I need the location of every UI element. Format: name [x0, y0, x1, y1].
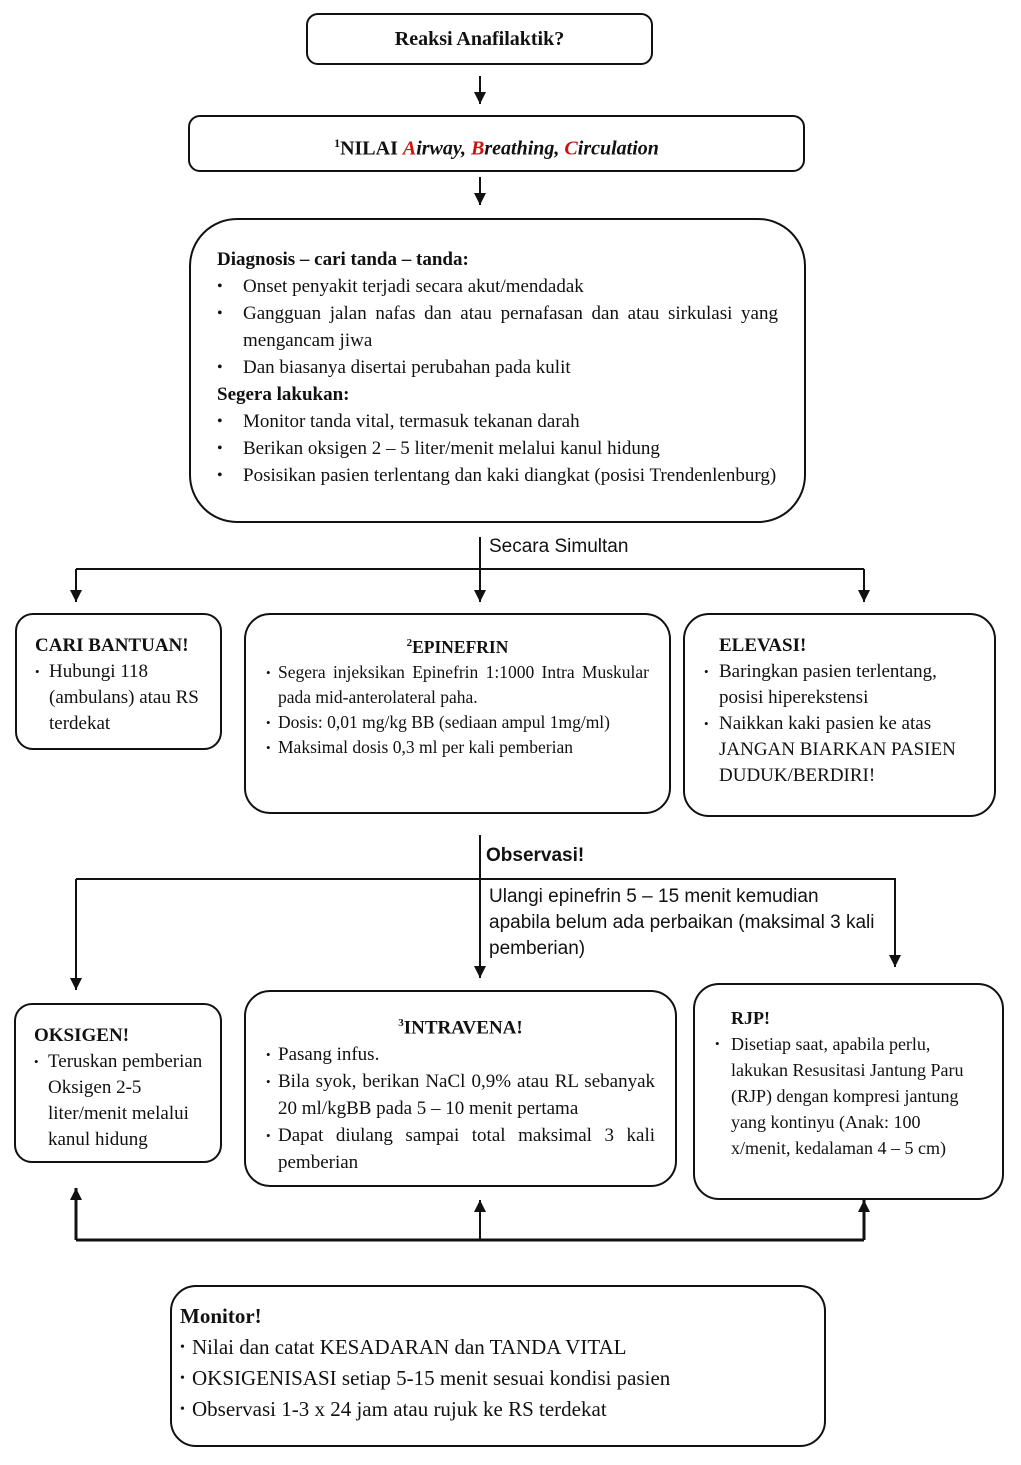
rjp-list: •Disetiap saat, apabila perlu, lakukan R… — [715, 1031, 982, 1161]
list-item: •Segera injeksikan Epinefrin 1:1000 Intr… — [266, 661, 649, 707]
abc-b-rest: reathing, — [484, 137, 565, 160]
oksigen-list: •Teruskan pemberian Oksigen 2-5 liter/me… — [34, 1049, 204, 1153]
elevasi-list: •Baringkan pasien terlentang, posisi hip… — [704, 659, 976, 789]
bantuan-title: CARI BANTUAN! — [35, 635, 189, 656]
abc-c-rest: irculation — [577, 137, 659, 160]
list-item: •Dapat diulang sampai total maksimal 3 k… — [266, 1125, 655, 1174]
observasi-note: Ulangi epinefrin 5 – 15 menit kemudian a… — [489, 886, 875, 959]
bantuan-list: •Hubungi 118 (ambulans) atau RS terdekat — [35, 659, 202, 737]
abc-c-letter: C — [564, 137, 578, 160]
list-item: •Berikan oksigen 2 – 5 liter/menit melal… — [217, 438, 660, 459]
list-item: •Dan biasanya disertai perubahan pada ku… — [217, 357, 571, 378]
list-item: •Observasi 1-3 x 24 jam atau rujuk ke RS… — [180, 1397, 607, 1421]
start-box: Reaksi Anafilaktik? — [306, 13, 653, 65]
diagnosis-list: •Onset penyakit terjadi secara akut/mend… — [217, 273, 778, 381]
list-item: •Onset penyakit terjadi secara akut/mend… — [217, 276, 584, 297]
start-title: Reaksi Anafilaktik? — [394, 28, 565, 50]
rjp-title: RJP! — [731, 1008, 770, 1028]
diagnosis-heading: Diagnosis – cari tanda – tanda: — [217, 249, 469, 270]
observasi-title: Observasi! — [486, 845, 585, 866]
epinefrin-title: 2EPINEFRIN — [406, 636, 509, 657]
intravena-title: 3INTRAVENA! — [398, 1017, 523, 1039]
elevasi-title: ELEVASI! — [719, 635, 807, 656]
list-item: •Dosis: 0,01 mg/kg BB (sediaan ampul 1mg… — [266, 711, 610, 732]
epinefrin-box: 2EPINEFRIN •Segera injeksikan Epinefrin … — [244, 613, 671, 814]
diagnosis-box: Diagnosis – cari tanda – tanda: •Onset p… — [189, 218, 806, 523]
monitor-list: •Nilai dan catat KESADARAN dan TANDA VIT… — [180, 1332, 814, 1425]
abc-box: 1NILAI Airway, Breathing, Circulation — [188, 115, 805, 172]
abc-prefix: NILAI — [340, 137, 403, 160]
abc-footnote-ref: 1 — [334, 136, 341, 150]
list-item: •Maksimal dosis 0,3 ml per kali pemberia… — [266, 736, 574, 757]
abc-a-letter: A — [402, 137, 417, 160]
bantuan-box: CARI BANTUAN! •Hubungi 118 (ambulans) at… — [15, 613, 222, 750]
simultan-label: Secara Simultan — [489, 536, 629, 557]
intravena-list: •Pasang infus. •Bila syok, berikan NaCl … — [266, 1041, 655, 1176]
monitor-title: Monitor! — [180, 1304, 262, 1328]
list-item: •Baringkan pasien terlentang, posisi hip… — [704, 661, 937, 708]
list-item: •Nilai dan catat KESADARAN dan TANDA VIT… — [180, 1335, 627, 1359]
list-item: •Gangguan jalan nafas dan atau pernafasa… — [217, 303, 778, 351]
oksigen-title: OKSIGEN! — [34, 1025, 130, 1046]
monitor-box: Monitor! •Nilai dan catat KESADARAN dan … — [170, 1285, 826, 1447]
list-item: •Disetiap saat, apabila perlu, lakukan R… — [715, 1034, 964, 1158]
list-item: •Posisikan pasien terlentang dan kaki di… — [217, 465, 777, 486]
rjp-box: RJP! •Disetiap saat, apabila perlu, laku… — [693, 983, 1004, 1200]
list-item: •Monitor tanda vital, termasuk tekanan d… — [217, 411, 580, 432]
intravena-box: 3INTRAVENA! •Pasang infus. •Bila syok, b… — [244, 990, 677, 1187]
elevasi-box: ELEVASI! •Baringkan pasien terlentang, p… — [683, 613, 996, 817]
abc-b-letter: B — [471, 137, 485, 160]
action-heading: Segera lakukan: — [217, 384, 350, 405]
list-item: •Naikkan kaki pasien ke atas JANGAN BIAR… — [704, 713, 956, 786]
abc-a-rest: irway, — [416, 137, 472, 160]
epinefrin-list: •Segera injeksikan Epinefrin 1:1000 Intr… — [266, 660, 649, 760]
oksigen-box: OKSIGEN! •Teruskan pemberian Oksigen 2-5… — [14, 1003, 222, 1163]
list-item: •Pasang infus. — [266, 1044, 380, 1066]
list-item: •Teruskan pemberian Oksigen 2-5 liter/me… — [34, 1051, 203, 1150]
list-item: •OKSIGENISASI setiap 5-15 menit sesuai k… — [180, 1366, 671, 1390]
list-item: •Bila syok, berikan NaCl 0,9% atau RL se… — [266, 1071, 655, 1120]
action-list: •Monitor tanda vital, termasuk tekanan d… — [217, 408, 778, 489]
list-item: •Hubungi 118 (ambulans) atau RS terdekat — [35, 661, 199, 734]
